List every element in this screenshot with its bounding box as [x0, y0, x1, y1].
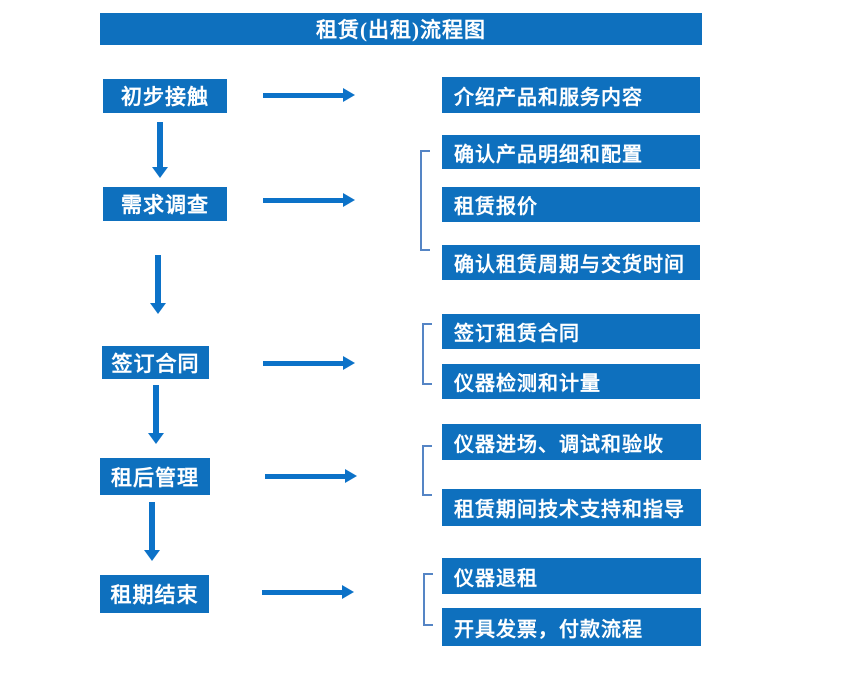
down-arrow-head — [152, 167, 168, 178]
right-arrow-shaft — [263, 361, 345, 366]
diagram-title: 租赁(出租)流程图 — [100, 13, 702, 45]
down-arrow-shaft — [149, 502, 155, 551]
detail-box-invoice-payment: 开具发票，付款流程 — [442, 608, 701, 646]
right-arrow-shaft — [265, 474, 347, 479]
detail-box-rental-quotation: 租赁报价 — [442, 187, 700, 222]
stage-box-post-rental-management: 租后管理 — [100, 458, 210, 495]
detail-box-instrument-testing: 仪器检测和计量 — [442, 364, 700, 399]
down-arrow-head — [150, 303, 166, 314]
detail-box-sign-rental-contract: 签订租赁合同 — [442, 314, 700, 349]
right-arrow-head — [343, 88, 355, 102]
detail-box-instrument-return: 仪器退租 — [442, 558, 701, 594]
down-arrow-head — [144, 550, 160, 561]
detail-box-instrument-setup-acceptance: 仪器进场、调试和验收 — [442, 424, 701, 460]
group-bracket-sign-contract — [422, 323, 432, 385]
down-arrow-head — [148, 433, 164, 444]
down-arrow-3 — [146, 385, 166, 444]
right-arrow-3 — [263, 356, 355, 370]
down-arrow-1 — [150, 122, 170, 178]
stage-box-rental-end: 租期结束 — [100, 575, 209, 613]
right-arrow-head — [345, 469, 357, 483]
down-arrow-shaft — [157, 122, 163, 168]
group-bracket-demand-survey — [420, 150, 430, 251]
stage-box-demand-survey: 需求调查 — [103, 187, 227, 221]
detail-box-introduce-products: 介绍产品和服务内容 — [442, 77, 700, 113]
group-bracket-rental-end — [423, 573, 433, 626]
down-arrow-shaft — [155, 255, 161, 304]
down-arrow-4 — [142, 502, 162, 561]
right-arrow-head — [343, 193, 355, 207]
down-arrow-shaft — [153, 385, 159, 434]
right-arrow-2 — [263, 193, 355, 207]
stage-box-initial-contact: 初步接触 — [103, 79, 227, 113]
detail-box-technical-support: 租赁期间技术支持和指导 — [442, 489, 701, 526]
right-arrow-shaft — [262, 590, 344, 595]
stage-box-sign-contract: 签订合同 — [102, 346, 209, 379]
detail-box-confirm-rental-period: 确认租赁周期与交货时间 — [442, 245, 700, 280]
right-arrow-1 — [263, 88, 355, 102]
right-arrow-head — [343, 356, 355, 370]
down-arrow-2 — [148, 255, 168, 314]
group-bracket-post-rental — [422, 445, 432, 496]
right-arrow-head — [342, 585, 354, 599]
detail-box-confirm-product-details: 确认产品明细和配置 — [442, 135, 700, 169]
right-arrow-shaft — [263, 93, 345, 98]
right-arrow-shaft — [263, 198, 345, 203]
right-arrow-4 — [265, 469, 357, 483]
right-arrow-5 — [262, 585, 354, 599]
